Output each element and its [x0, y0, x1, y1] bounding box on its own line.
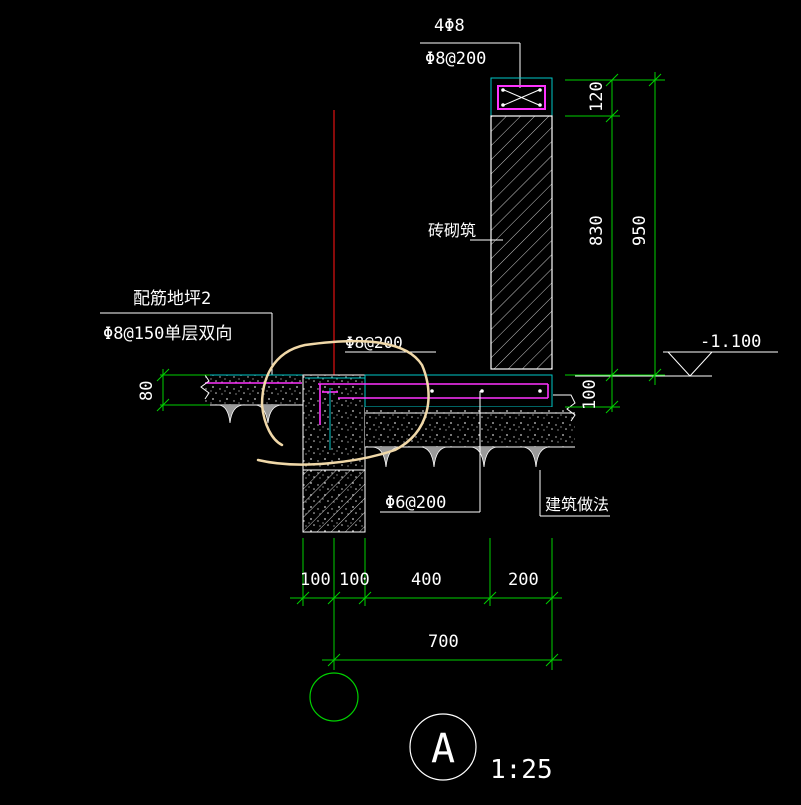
- highlight-annotation: [256, 339, 430, 466]
- dim-bottom-4: 200: [508, 570, 539, 590]
- floor-slab-rebar-label: Φ8@150单层双向: [103, 324, 232, 344]
- brick-wall-label: 砖砌筑: [428, 221, 476, 240]
- floor-slab-callout: 配筋地坪2 Φ8@150单层双向: [100, 289, 273, 389]
- dim-wall-top: 120: [587, 81, 607, 112]
- dim-bottom-3: 400: [411, 570, 442, 590]
- left-dimension: [156, 368, 210, 412]
- bottom-dimensions: [290, 538, 562, 670]
- dim-overall: 700: [428, 632, 459, 652]
- dim-bottom-1: 100: [300, 570, 331, 590]
- dim-wall-total: 950: [630, 215, 650, 246]
- top-stirrup-label: Φ8@200: [425, 49, 486, 69]
- right-dimensions: [565, 72, 665, 414]
- elevation-marker: -1.100: [575, 332, 778, 377]
- axis-bubble: [309, 672, 359, 722]
- dim-slab-right: 100: [580, 379, 600, 410]
- section-title: A 1:25: [409, 713, 553, 785]
- strip-footing: [302, 374, 366, 533]
- top-rebar-callout: 4Φ8 Φ8@200: [420, 16, 521, 88]
- dim-slab-left: 80: [137, 381, 157, 401]
- construction-method-label: 建筑做法: [545, 495, 609, 514]
- dim-bottom-2: 100: [339, 570, 370, 590]
- slab-rebar-callout: Φ8@200: [345, 333, 436, 353]
- section-mark-circle: [409, 713, 477, 781]
- bond-beam: [490, 77, 553, 117]
- dim-wall-mid: 830: [587, 215, 607, 246]
- floor-slab-title: 配筋地坪2: [133, 289, 211, 309]
- bottom-rebar-label: Φ6@200: [385, 493, 446, 513]
- section-scale: 1:25: [490, 755, 553, 785]
- bottom-rebar-callout: Φ6@200: [380, 391, 481, 513]
- main-slab: [318, 374, 576, 468]
- section-axis-mark: A: [431, 726, 455, 772]
- brick-wall: 砖砌筑: [428, 115, 553, 370]
- elevation-label: -1.100: [700, 332, 761, 352]
- construction-method-callout: 建筑做法: [539, 470, 610, 517]
- top-bar-count-label: 4Φ8: [434, 16, 465, 36]
